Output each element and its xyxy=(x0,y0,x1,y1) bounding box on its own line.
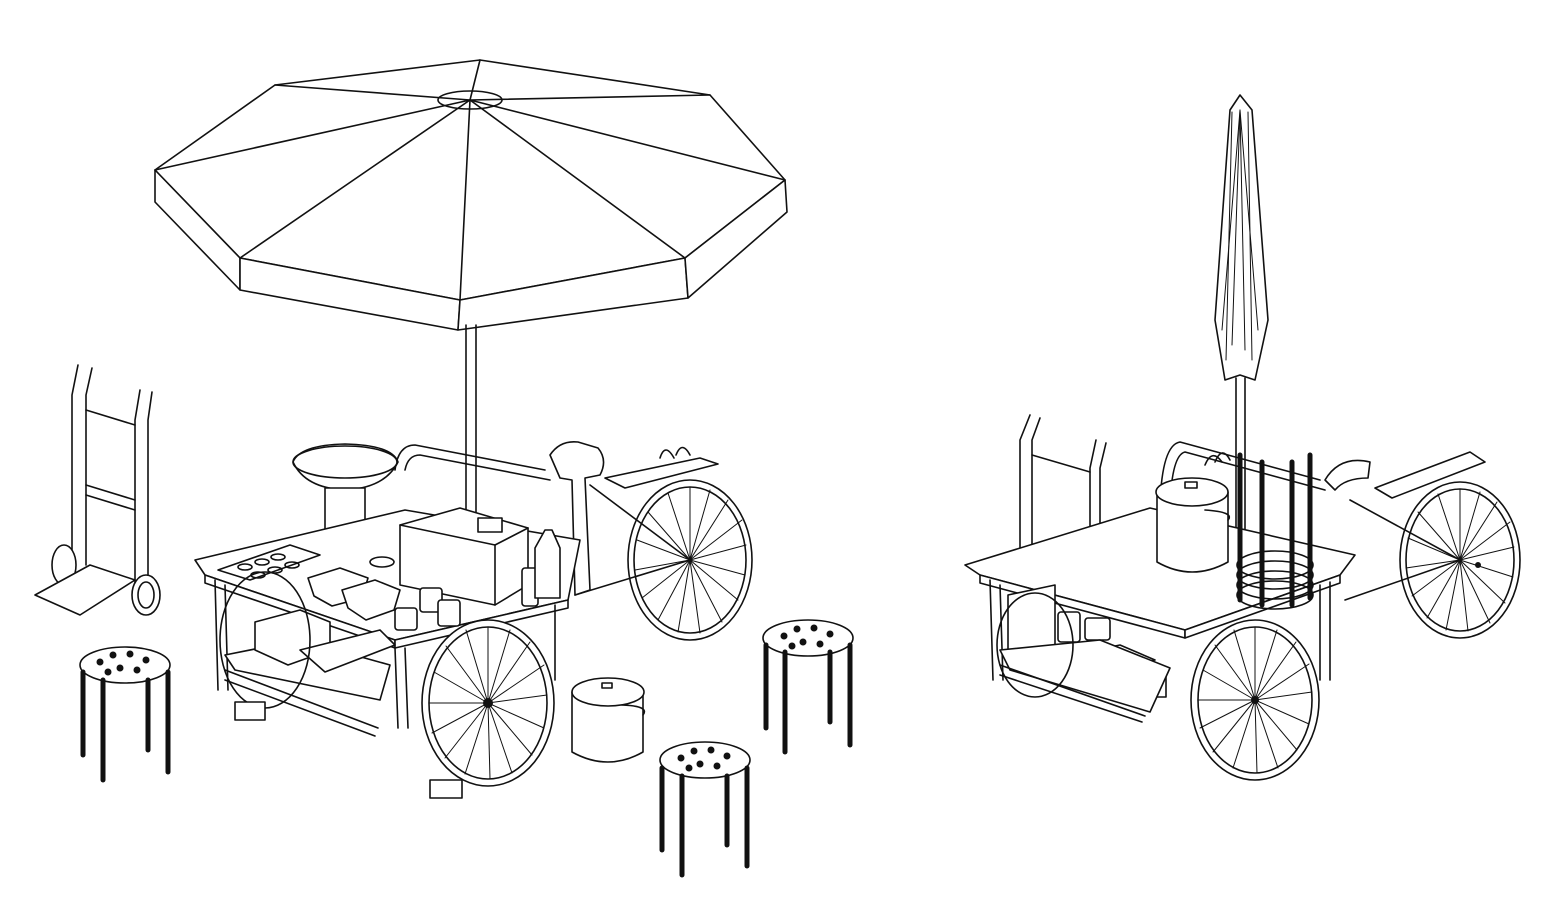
stacked-stools xyxy=(1236,452,1314,610)
left-view xyxy=(34,59,854,878)
umbrella-open xyxy=(154,59,788,516)
hand-truck xyxy=(34,364,161,616)
stool xyxy=(659,741,751,878)
cart-left xyxy=(194,440,753,799)
containers xyxy=(369,529,561,631)
front-wheel xyxy=(421,619,555,799)
stool xyxy=(762,619,854,755)
front-left-wheel xyxy=(219,571,311,721)
box xyxy=(399,507,529,606)
front-wheel xyxy=(1190,619,1320,781)
pot xyxy=(1155,477,1230,573)
folded-umbrella xyxy=(1214,94,1269,601)
stool xyxy=(79,646,171,783)
cart-right xyxy=(964,452,1356,723)
pot xyxy=(571,677,646,763)
right-view xyxy=(964,94,1521,781)
